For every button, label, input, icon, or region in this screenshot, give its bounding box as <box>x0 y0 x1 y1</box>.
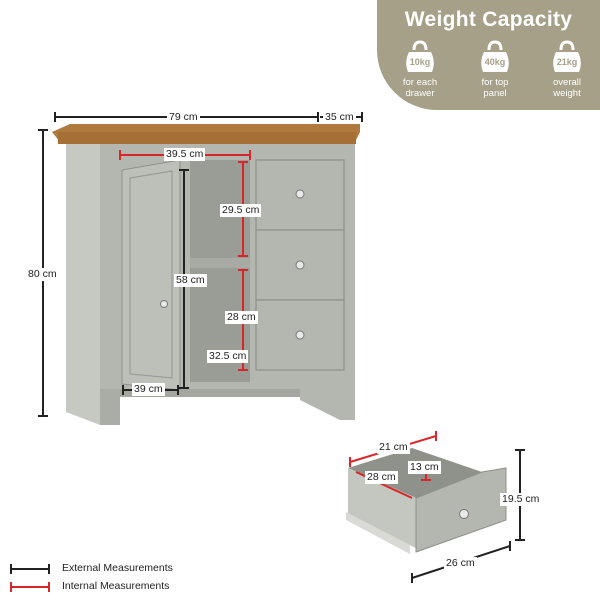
dim-drawer-inner-depth: 28 cm <box>365 471 398 484</box>
drawer-detail-knob <box>459 509 469 519</box>
cabinet-door <box>121 159 181 391</box>
dim-internal-width: 39.5 cm <box>164 148 206 161</box>
drawer-knob <box>295 189 305 199</box>
weight-caption: for each <box>402 77 438 88</box>
weight-item-drawer: 10kg for each drawer <box>390 40 450 99</box>
cabinet-plinth-right <box>300 389 355 420</box>
dim-width: 79 cm <box>167 111 200 124</box>
weight-caption: overall <box>553 77 581 88</box>
legend-internal-swatch <box>10 582 50 592</box>
legend-external-label: External Measurements <box>62 562 173 574</box>
legend-internal-label: Internal Measurements <box>62 580 170 592</box>
door-panel-inset <box>129 170 173 379</box>
dim-drawer-height: 19.5 cm <box>500 493 542 506</box>
dim-shelf-upper: 29.5 cm <box>220 204 262 217</box>
kettlebell-icon: 10kg <box>406 40 434 72</box>
legend-internal: Internal Measurements <box>10 580 210 594</box>
legend-external-swatch <box>10 564 50 574</box>
weight-value: 40kg <box>485 57 506 67</box>
dim-drawer-width: 26 cm <box>444 557 477 570</box>
compartment-shelf <box>190 258 250 268</box>
kettlebell-icon: 40kg <box>481 40 509 72</box>
cabinet-leg-left <box>100 389 120 425</box>
weight-item-overall: 21kg overall weight <box>537 40 597 99</box>
weight-item-top-panel: 40kg for top panel <box>465 40 525 99</box>
cabinet-side <box>66 144 100 425</box>
drawer-knob <box>295 260 305 270</box>
dim-height: 80 cm <box>26 268 59 281</box>
cabinet-plinth <box>120 389 300 397</box>
door-knob <box>160 300 168 308</box>
weight-caption: drawer <box>405 88 435 99</box>
weight-caption: for top <box>481 77 509 88</box>
weight-caption: weight <box>553 88 581 99</box>
weight-capacity-title: Weight Capacity <box>404 8 573 31</box>
weight-value: 10kg <box>410 57 431 67</box>
legend-external: External Measurements <box>10 562 210 576</box>
weight-capacity-panel: Weight Capacity 10kg for each drawer 40k… <box>377 0 600 110</box>
weight-value: 21kg <box>557 57 578 67</box>
drawer-detail-side <box>348 468 416 548</box>
drawer-knob <box>295 330 305 340</box>
kettlebell-icon: 21kg <box>553 40 581 72</box>
cabinet-top-edge <box>58 132 356 144</box>
dim-door-height: 58 cm <box>174 274 207 287</box>
dim-drawer-inner-height: 13 cm <box>408 461 441 474</box>
dim-shelf-lower: 28 cm <box>225 311 258 324</box>
drawer-runner <box>346 512 410 554</box>
dim-drawer-inner-width: 21 cm <box>377 441 410 454</box>
weight-caption: panel <box>483 88 507 99</box>
dim-depth: 35 cm <box>323 111 356 124</box>
dim-bottom-space: 32.5 cm <box>207 350 249 363</box>
dim-door-width: 39 cm <box>132 383 165 396</box>
